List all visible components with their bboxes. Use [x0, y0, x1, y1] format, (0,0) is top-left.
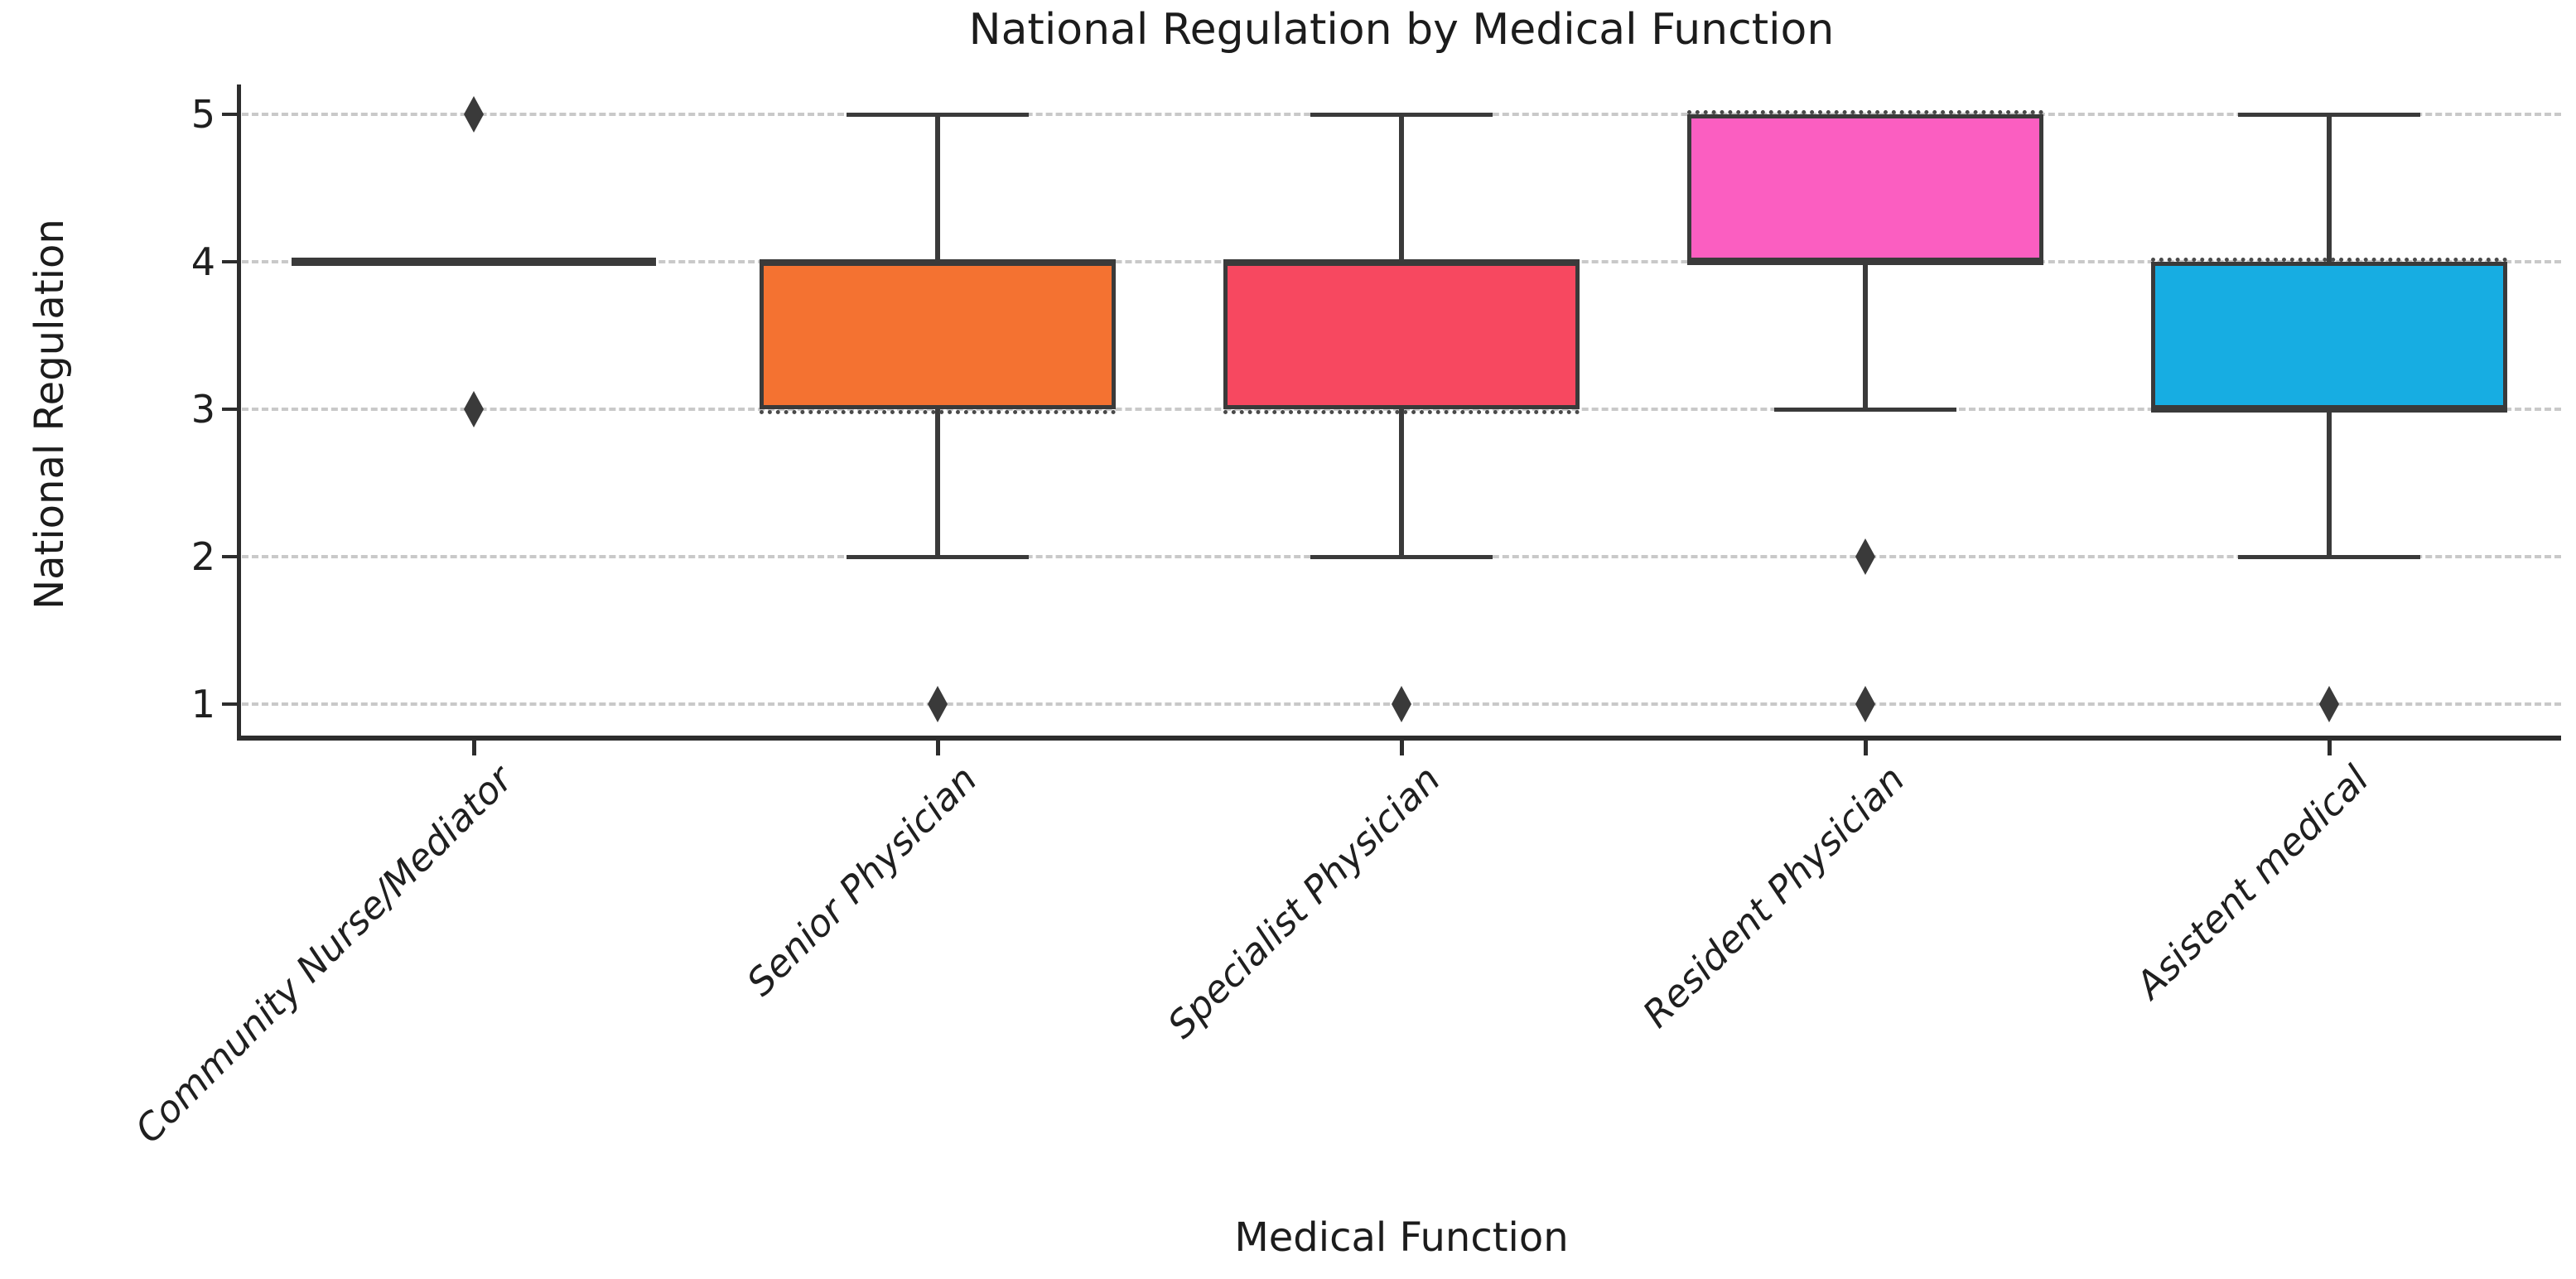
- median-line: [1687, 259, 2043, 265]
- lower-whisker-cap: [1310, 555, 1493, 559]
- gridline-dots-on-edge: [760, 410, 1116, 414]
- lower-whisker: [1863, 262, 1868, 409]
- y-axis-tick: [222, 113, 237, 116]
- lower-whisker-cap: [2238, 555, 2420, 559]
- chart-title: National Regulation by Medical Function: [968, 5, 1835, 55]
- median-line: [760, 259, 1116, 265]
- outlier-diamond: [1855, 538, 1875, 575]
- x-axis-tick: [2328, 741, 2332, 755]
- y-axis-label: National Regulation: [27, 219, 73, 610]
- x-axis-label: Medical Function: [1234, 1214, 1569, 1261]
- y-axis-tick: [222, 260, 237, 263]
- upper-whisker: [2327, 114, 2332, 262]
- y-axis-spine: [237, 84, 241, 741]
- boxplot-box: [1687, 114, 2043, 262]
- y-tick-label: 3: [191, 387, 215, 432]
- lower-whisker-cap: [847, 555, 1029, 559]
- y-tick-label: 1: [191, 682, 215, 726]
- x-tick-label: Resident Physician: [1633, 757, 1913, 1036]
- x-tick-label: Specialist Physician: [1159, 757, 1450, 1047]
- outlier-diamond: [464, 96, 484, 133]
- x-axis-spine: [237, 736, 2561, 741]
- x-tick-label: Senior Physician: [737, 757, 986, 1005]
- upper-whisker-cap: [1310, 113, 1493, 117]
- boxplot-box: [2151, 262, 2507, 409]
- y-axis-tick: [222, 408, 237, 411]
- gridline-dots-on-edge: [1687, 110, 2043, 114]
- gridline-dots-on-edge: [2151, 258, 2507, 262]
- lower-whisker: [2327, 409, 2332, 557]
- x-axis-tick: [1400, 741, 1404, 755]
- median-line: [1223, 259, 1580, 265]
- boxplot-box: [1223, 262, 1580, 409]
- outlier-diamond: [928, 686, 948, 722]
- outlier-diamond: [1855, 686, 1875, 722]
- boxplot-box: [760, 262, 1116, 409]
- outlier-diamond: [1392, 686, 1411, 722]
- lower-whisker-cap: [1774, 408, 1956, 412]
- upper-whisker: [1399, 114, 1404, 262]
- gridline-dots-on-edge: [1223, 410, 1580, 414]
- median-line: [2151, 407, 2507, 413]
- x-tick-label: Asistent medical: [2126, 757, 2377, 1007]
- upper-whisker-cap: [847, 113, 1029, 117]
- median-line: [292, 258, 656, 266]
- outlier-diamond: [2319, 686, 2339, 722]
- y-tick-label: 2: [191, 534, 215, 579]
- upper-whisker-cap: [2238, 113, 2420, 117]
- x-axis-tick: [936, 741, 940, 755]
- x-tick-label: Community Nurse/Mediator: [127, 757, 522, 1152]
- y-tick-label: 5: [191, 92, 215, 137]
- y-axis-tick: [222, 702, 237, 706]
- outlier-diamond: [464, 391, 484, 427]
- x-axis-tick: [472, 741, 476, 755]
- upper-whisker: [935, 114, 940, 262]
- y-axis-tick: [222, 555, 237, 558]
- x-axis-tick: [1864, 741, 1868, 755]
- lower-whisker: [1399, 409, 1404, 557]
- lower-whisker: [935, 409, 940, 557]
- y-tick-label: 4: [191, 239, 215, 284]
